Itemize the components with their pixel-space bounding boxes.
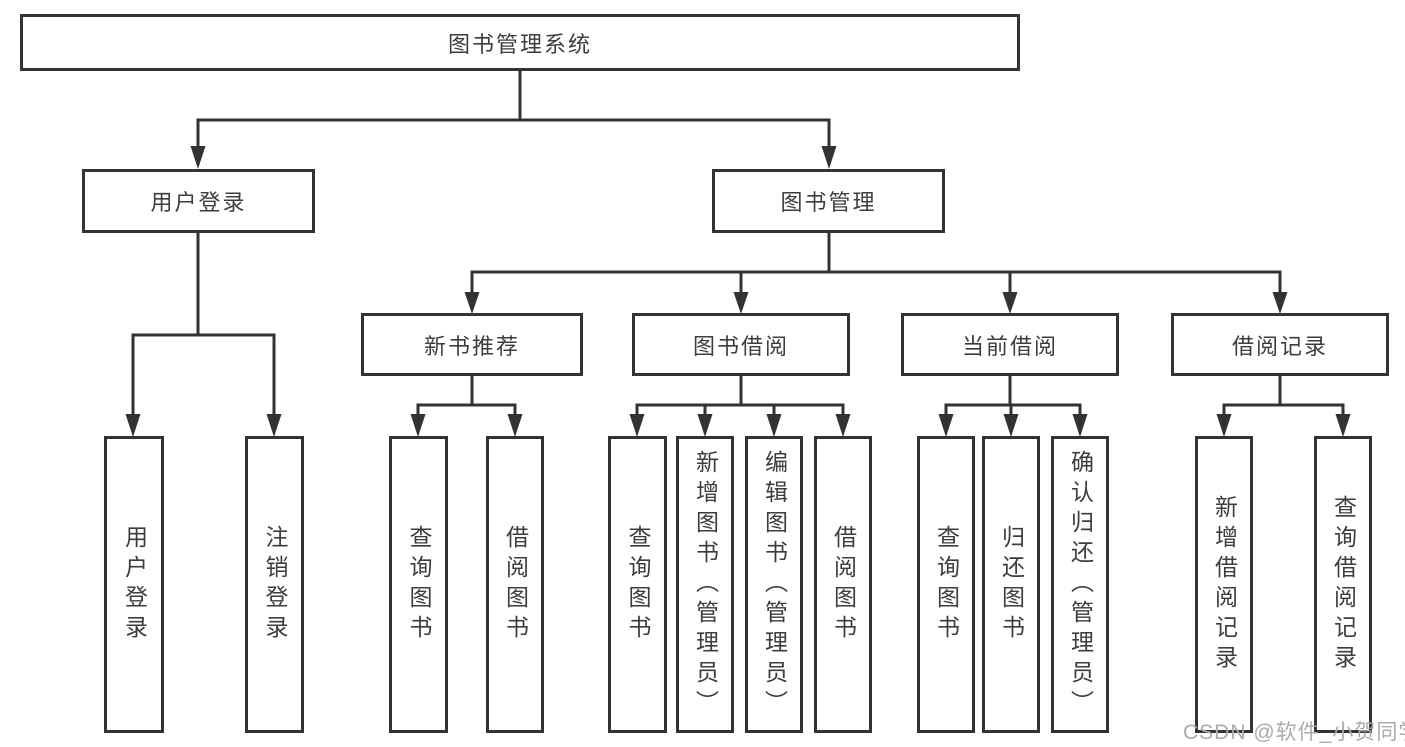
leaf-query-borrow-record: 查询借阅记录 xyxy=(1314,436,1372,733)
node-library-management-system: 图书管理系统 xyxy=(20,14,1020,71)
leaf-confirm-return-admin: 确认归还（管理员） xyxy=(1051,436,1109,733)
leaf-query-books-recommend: 查询图书 xyxy=(389,436,448,733)
node-new-book-recommendation: 新书推荐 xyxy=(361,313,583,376)
leaf-query-books-current: 查询图书 xyxy=(917,436,975,733)
leaf-add-borrow-record: 新增借阅记录 xyxy=(1195,436,1253,733)
node-user-login: 用户登录 xyxy=(82,169,315,233)
node-book-borrowing: 图书借阅 xyxy=(632,313,850,376)
node-book-management: 图书管理 xyxy=(712,169,945,233)
leaf-query-books-borrow: 查询图书 xyxy=(608,436,667,733)
leaf-edit-books-admin: 编辑图书（管理员） xyxy=(745,436,803,733)
leaf-logout-login: 注销登录 xyxy=(245,436,304,733)
leaf-add-books-admin: 新增图书（管理员） xyxy=(676,436,734,733)
leaf-user-login: 用户登录 xyxy=(104,436,164,733)
node-current-borrowing: 当前借阅 xyxy=(901,313,1119,376)
watermark: CSDN @软件_小贺同学 xyxy=(1183,721,1405,744)
node-borrowing-records: 借阅记录 xyxy=(1171,313,1389,376)
leaf-return-books: 归还图书 xyxy=(982,436,1040,733)
leaf-borrow-books-borrow: 借阅图书 xyxy=(814,436,872,733)
leaf-borrow-books-recommend: 借阅图书 xyxy=(486,436,544,733)
